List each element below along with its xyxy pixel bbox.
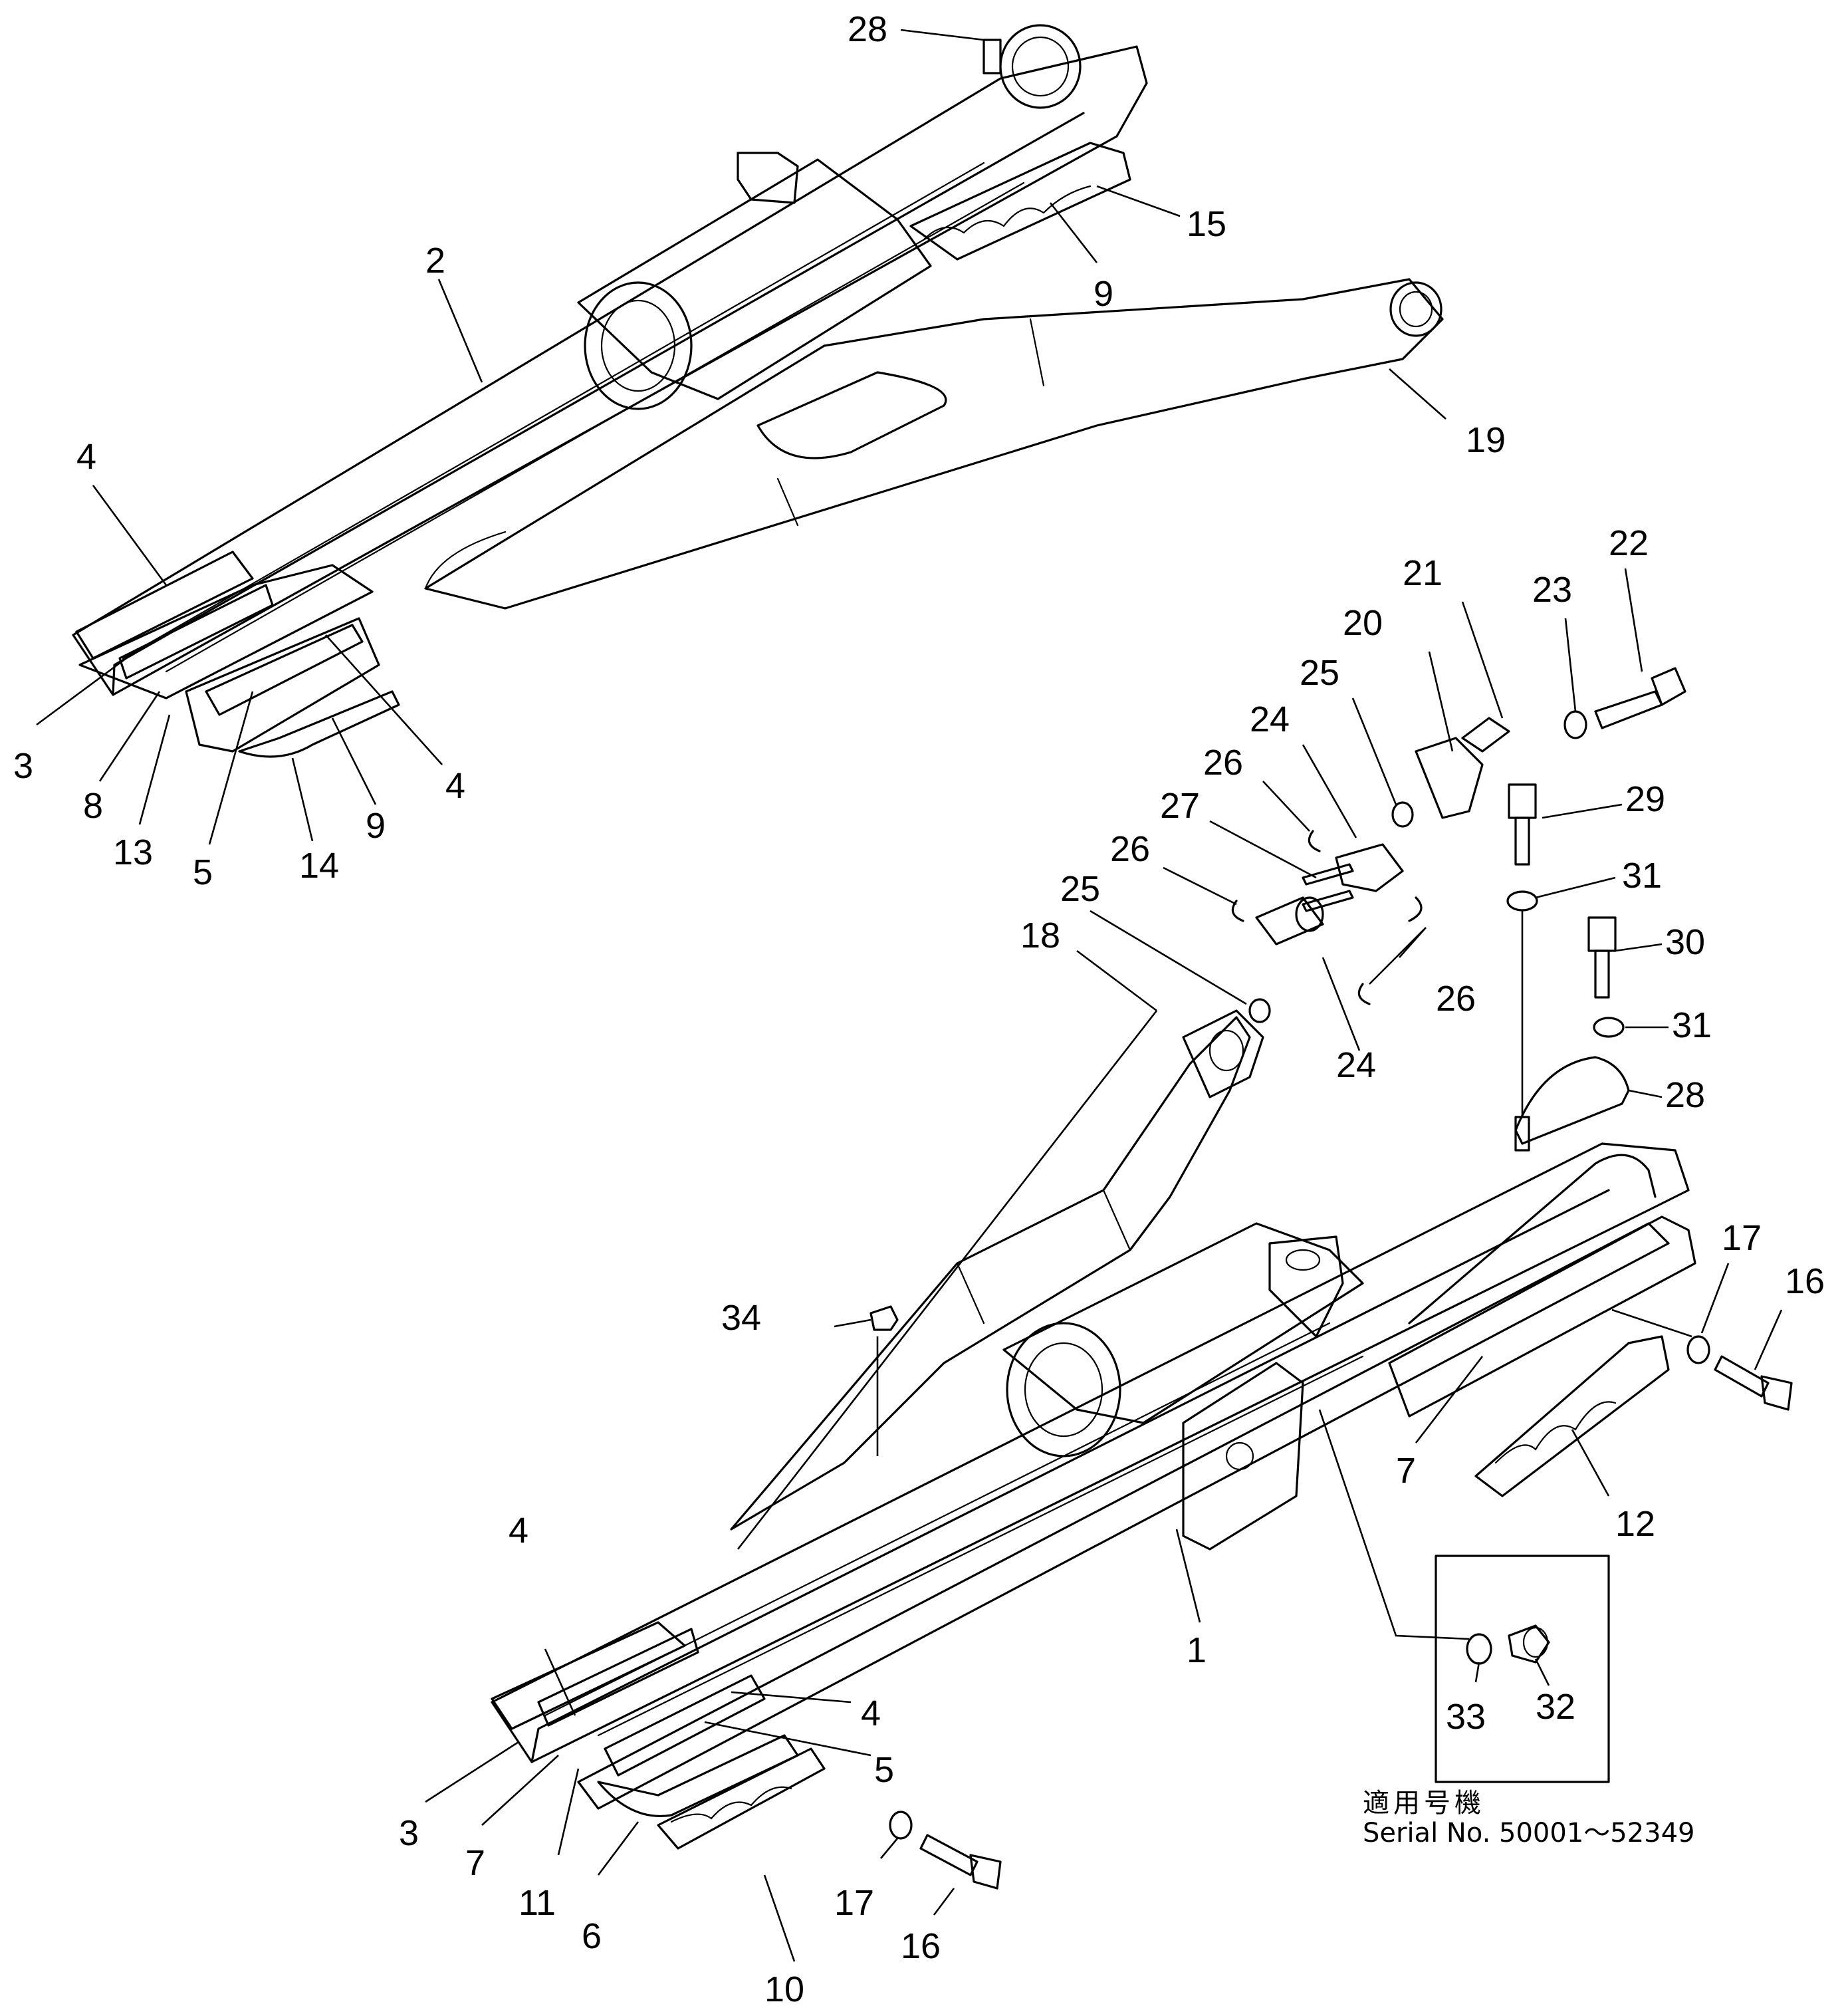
callout-3: 3 (399, 1813, 419, 1853)
serial-number-range: Serial No. 50001～52349 (1363, 1818, 1695, 1848)
callout-numbers: 28 15 2 9 19 4 3 8 13 5 14 9 4 21 23 22 … (13, 9, 1825, 2008)
callout-30: 30 (1665, 922, 1705, 962)
serial-note: 適用号機 Serial No. 50001～52349 (1363, 1788, 1695, 1848)
callout-5: 5 (874, 1750, 894, 1790)
callout-17: 17 (834, 1883, 874, 1923)
callout-11: 11 (519, 1883, 556, 1923)
callout-9: 9 (366, 806, 386, 846)
callout-4: 4 (509, 1511, 528, 1551)
callout-7: 7 (1396, 1451, 1416, 1491)
callout-14: 14 (299, 846, 339, 886)
callout-28: 28 (1665, 1075, 1705, 1115)
callout-18: 18 (1020, 916, 1060, 955)
callout-12: 12 (1615, 1504, 1655, 1544)
loose-parts (657, 667, 1793, 1890)
callout-24: 24 (1336, 1045, 1376, 1085)
callout-25: 25 (1060, 869, 1100, 909)
callout-17: 17 (1722, 1218, 1762, 1258)
callout-16: 16 (901, 1926, 941, 1966)
callout-32: 32 (1536, 1687, 1575, 1727)
callout-2: 2 (425, 241, 445, 281)
callout-4: 4 (861, 1694, 881, 1733)
callout-19: 19 (1466, 420, 1506, 460)
lower-track-frame (491, 1009, 1696, 1817)
callout-31: 31 (1672, 1005, 1712, 1045)
callout-27: 27 (1160, 786, 1200, 826)
callout-20: 20 (1343, 603, 1383, 643)
callout-13: 13 (113, 832, 153, 872)
callout-1: 1 (1187, 1630, 1207, 1670)
callout-24: 24 (1250, 699, 1290, 739)
callout-31: 31 (1622, 856, 1662, 896)
callout-15: 15 (1187, 204, 1226, 244)
callout-34: 34 (721, 1298, 761, 1338)
leader-lines (36, 29, 1783, 1962)
callout-4: 4 (76, 437, 96, 477)
callout-29: 29 (1625, 779, 1665, 819)
callout-3: 3 (13, 746, 33, 786)
upper-track-frame (72, 24, 1444, 758)
callout-26: 26 (1436, 979, 1476, 1019)
callout-28: 28 (848, 9, 887, 49)
applicable-serial-label: 適用号機 (1363, 1788, 1485, 1819)
callout-7: 7 (465, 1843, 485, 1883)
callout-4: 4 (445, 766, 465, 806)
callout-21: 21 (1403, 553, 1443, 593)
callout-33: 33 (1446, 1697, 1486, 1737)
callout-26: 26 (1203, 743, 1243, 783)
callout-25: 25 (1300, 653, 1339, 693)
callout-16: 16 (1785, 1261, 1825, 1301)
callout-6: 6 (582, 1916, 602, 1956)
serial-inset (1435, 1555, 1610, 1783)
callout-23: 23 (1532, 570, 1572, 610)
callout-5: 5 (193, 852, 213, 892)
callout-10: 10 (764, 1969, 804, 2008)
callout-22: 22 (1609, 523, 1649, 563)
callout-8: 8 (83, 786, 103, 826)
callout-26: 26 (1110, 829, 1150, 869)
callout-9: 9 (1094, 274, 1113, 314)
